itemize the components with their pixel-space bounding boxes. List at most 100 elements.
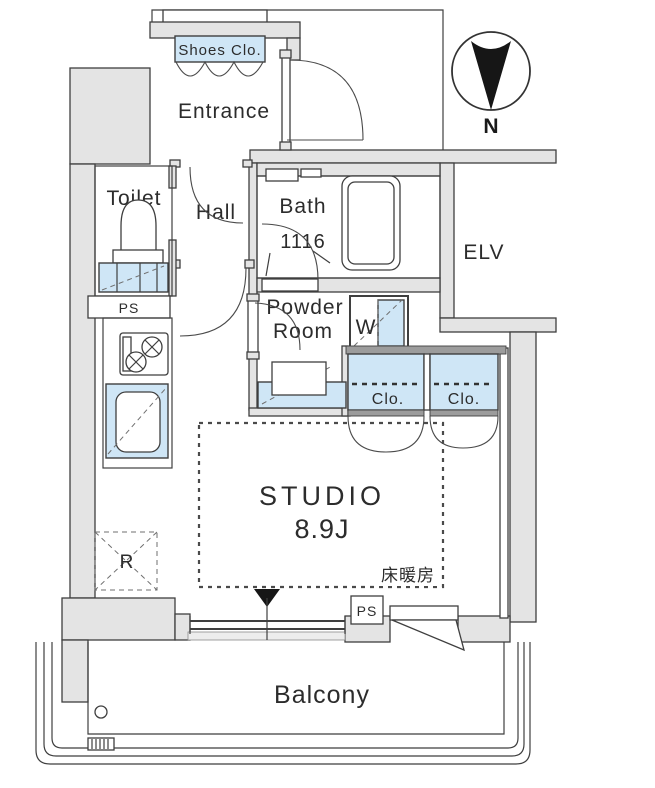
hall-top-jamb-right	[242, 159, 253, 168]
powder-room: Powder Room	[254, 296, 347, 409]
closet-right-label: Clo.	[448, 391, 480, 408]
common-area-outline	[151, 9, 444, 150]
wall-top-left-block	[69, 67, 151, 165]
toilet-counter	[98, 262, 169, 293]
pipe-space-lower: PS	[350, 595, 384, 625]
powder-label-line2: Room	[273, 320, 333, 343]
entrance-door-hinge-bottom	[279, 141, 292, 151]
bath-door-opening	[261, 278, 319, 292]
balcony-label: Balcony	[274, 681, 370, 709]
wall-notch	[162, 9, 268, 24]
balcony-floor-edge	[87, 642, 505, 735]
floor-heating-label: 床暖房	[381, 566, 435, 585]
powder-door-swing	[254, 302, 301, 351]
entrance-door	[279, 49, 364, 151]
bath-counter-fixture	[265, 168, 299, 182]
balcony-railing-inner	[51, 642, 519, 749]
entrance-area: Entrance	[178, 100, 270, 123]
toilet-room: Toilet	[94, 165, 173, 297]
closet-right-box	[429, 353, 499, 411]
toilet-tank	[112, 249, 164, 264]
counter-dash	[101, 265, 165, 291]
entrance-door-hinge-top	[279, 49, 292, 59]
closet-door-swing	[462, 415, 499, 449]
powder-jamb-bottom	[246, 351, 260, 360]
heating-label-bg	[376, 562, 440, 586]
balcony-railing-middle	[43, 642, 525, 757]
wall-elevator-bottom	[439, 317, 557, 333]
closet-door-swing	[429, 415, 464, 449]
washer-space: W	[349, 295, 409, 351]
exterior-walls	[61, 21, 557, 703]
hall: Hall	[179, 166, 247, 337]
wall-elevator-left	[439, 162, 455, 319]
balcony: Balcony	[35, 642, 531, 765]
washer-blue-half	[377, 299, 405, 347]
entrance-label: Entrance	[178, 100, 270, 123]
building-outline	[151, 9, 444, 150]
closet-door-swing	[347, 415, 387, 453]
entrance-door-swing	[289, 59, 364, 141]
wall-studio-right	[499, 347, 509, 619]
wall-balcony-door-side	[457, 615, 511, 643]
north-label: N	[483, 115, 498, 138]
hall-entrance-door-swing	[189, 166, 244, 224]
closet-bottom-band	[347, 409, 425, 417]
bathtub-inner	[347, 181, 395, 265]
elevator-area: ELV	[463, 241, 503, 264]
balcony-railing-outer	[35, 642, 531, 765]
shoes-closet: Shoes Clo.	[174, 35, 266, 77]
pipe-space-lower-box	[350, 595, 384, 625]
refrigerator-outline	[94, 531, 158, 591]
bath-door-swing	[261, 223, 319, 281]
closets: Clo. Clo.	[345, 345, 507, 453]
kitchen-counter	[102, 317, 173, 469]
vanity-basin	[271, 361, 327, 396]
compass-needle	[471, 41, 511, 110]
leader-line	[265, 252, 271, 277]
balcony-drain-circle	[94, 705, 108, 719]
hall-bottom-jamb-right	[244, 259, 255, 269]
wall-hall-powder-left	[248, 162, 258, 411]
bath-label: Bath	[279, 195, 326, 218]
toilet-bowl-icon	[120, 199, 157, 259]
closet-bottom-band	[429, 409, 499, 417]
bath-size-label: 1116	[280, 231, 326, 253]
south-window	[189, 598, 346, 640]
wall-corridor	[249, 149, 557, 164]
studio-label: STUDIO	[259, 481, 385, 511]
balcony-door-slab	[389, 605, 459, 621]
powder-jamb-top	[246, 293, 260, 302]
washer-dash-diagonal	[353, 299, 403, 347]
closet-top-band	[345, 345, 507, 355]
pipe-space-upper-label: PS	[119, 300, 140, 316]
refrigerator-label: R	[120, 552, 135, 573]
north-compass-icon: N	[451, 31, 531, 138]
wall-left	[69, 163, 96, 599]
wall-bottom-left-block	[61, 597, 176, 641]
leader-line	[312, 250, 331, 264]
closet-left-label: Clo.	[372, 391, 404, 408]
wall-powder-bottom	[248, 407, 351, 417]
washer-label: W	[356, 316, 377, 339]
bath-faucet-fixture	[300, 168, 322, 178]
sink-dash	[107, 387, 167, 455]
studio-size-label: 8.9J	[294, 514, 349, 544]
shoes-closet-label: Shoes Clo.	[178, 42, 261, 59]
kitchen: PS	[87, 295, 173, 469]
balcony-door	[389, 605, 465, 652]
closet-door-swing	[385, 415, 425, 453]
pipe-space-lower-label: PS	[357, 603, 378, 619]
shoes-closet-doors	[175, 60, 264, 77]
floor-heating-area	[197, 421, 445, 589]
shoes-closet-box	[174, 35, 266, 63]
closet-left-box	[347, 353, 425, 411]
refrigerator-space: R	[94, 531, 158, 591]
closet-divider	[423, 353, 431, 411]
powder-door-opening	[247, 299, 259, 355]
balcony-door-flap	[391, 619, 465, 652]
interior-walls	[168, 159, 509, 619]
kitchen-sink	[115, 391, 161, 453]
